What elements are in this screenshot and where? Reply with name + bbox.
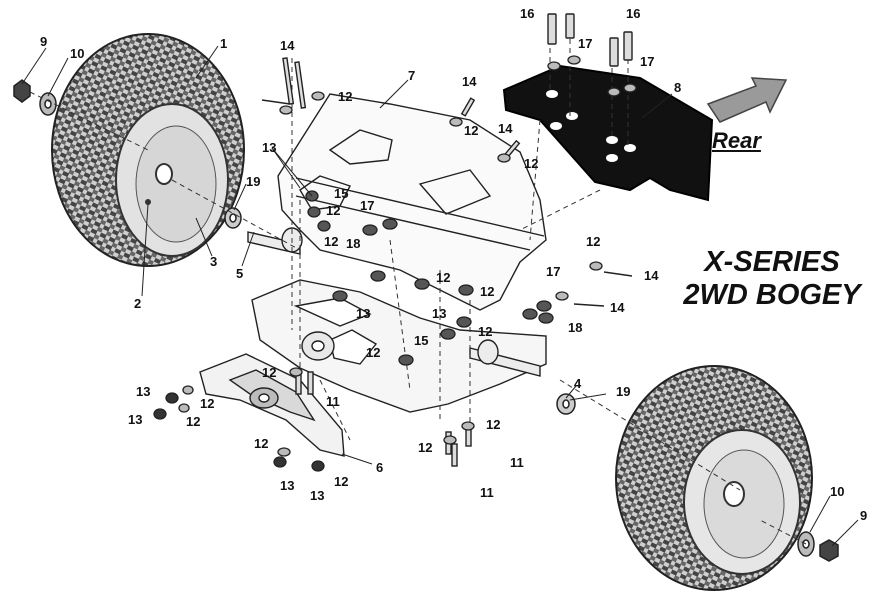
hardware — [153, 55, 637, 472]
callout-10-left: 10 — [70, 46, 84, 61]
callout-13-f: 13 — [280, 478, 294, 493]
callout-6: 6 — [376, 460, 383, 475]
callout-16-a: 16 — [520, 6, 534, 21]
callout-16-b: 16 — [626, 6, 640, 21]
callout-12-e: 12 — [324, 234, 338, 249]
callout-14-d: 14 — [644, 268, 659, 283]
callout-13-g: 13 — [310, 488, 324, 503]
title-line-2: 2WD BOGEY — [683, 279, 861, 311]
diagram-title: X-SERIES 2WD BOGEY — [672, 246, 872, 312]
callout-12-k: 12 — [262, 365, 276, 380]
callout-12-h: 12 — [480, 284, 494, 299]
callout-1: 1 — [220, 36, 227, 51]
callout-2: 2 — [134, 296, 141, 311]
callout-12-l: 12 — [200, 396, 214, 411]
callout-7: 7 — [408, 68, 415, 83]
callout-14-a: 14 — [280, 38, 295, 53]
callout-17-c: 17 — [360, 198, 374, 213]
axle-washers — [224, 207, 576, 415]
callout-8: 8 — [674, 80, 681, 95]
callout-14-e: 14 — [610, 300, 625, 315]
callout-13-b: 13 — [356, 306, 370, 321]
callout-12-f: 12 — [586, 234, 600, 249]
callout-11-c: 11 — [480, 485, 494, 500]
rear-direction-label: Rear — [712, 128, 761, 153]
callout-17-d: 17 — [546, 264, 560, 279]
callout-12-i: 12 — [478, 324, 492, 339]
callout-10-right: 10 — [830, 484, 844, 499]
rear-arrow-icon — [706, 77, 788, 123]
callout-5: 5 — [236, 266, 243, 281]
callout-13-a: 13 — [262, 140, 276, 155]
callout-11-b: 11 — [510, 455, 524, 470]
callout-18-a: 18 — [346, 236, 360, 251]
leader-lines — [21, 45, 859, 547]
callout-12-a: 12 — [338, 89, 352, 104]
callout-12-j: 12 — [366, 345, 380, 360]
right-hub — [723, 481, 745, 507]
left-hub — [155, 163, 173, 185]
callout-13-d: 13 — [136, 384, 150, 399]
callout-14-b: 14 — [462, 74, 477, 89]
callout-11-a: 11 — [326, 394, 340, 409]
callout-9-left: 9 — [40, 34, 47, 49]
callout-3: 3 — [210, 254, 217, 269]
callout-19-a: 19 — [246, 174, 260, 189]
callout-12-n: 12 — [254, 436, 268, 451]
bolts — [261, 13, 633, 467]
callout-14-c: 14 — [498, 121, 513, 136]
callout-15-b: 15 — [414, 333, 428, 348]
callout-12-b: 12 — [464, 123, 478, 138]
left-nut-and-washer — [13, 79, 57, 116]
callout-12-q: 12 — [418, 440, 432, 455]
callout-18-b: 18 — [568, 320, 582, 335]
weight-block — [502, 64, 714, 202]
callout-13-c: 13 — [432, 306, 446, 321]
callout-12-o: 12 — [334, 474, 348, 489]
left-wheel — [51, 33, 245, 267]
callout-17-a: 17 — [578, 36, 592, 51]
callout-12-c: 12 — [524, 156, 538, 171]
title-line-1: X-SERIES — [704, 246, 840, 278]
callout-13-e: 13 — [128, 412, 142, 427]
callout-17-b: 17 — [640, 54, 654, 69]
main-frame — [277, 93, 547, 311]
front-bracket — [199, 353, 345, 457]
callout-12-g: 12 — [436, 270, 450, 285]
callout-15-a: 15 — [334, 186, 348, 201]
callout-19-b: 19 — [616, 384, 630, 399]
lower-frame — [251, 279, 547, 413]
callout-4: 4 — [574, 376, 582, 391]
right-wheel — [615, 365, 813, 591]
callout-12-d: 12 — [326, 203, 340, 218]
right-nut-and-washer — [797, 531, 839, 562]
callout-12-p: 12 — [486, 417, 500, 432]
callout-12-m: 12 — [186, 414, 200, 429]
callout-9-right: 9 — [860, 508, 867, 523]
callouts: 1 2 3 4 5 6 7 8 9 9 10 10 11 11 11 12 12… — [40, 6, 867, 523]
